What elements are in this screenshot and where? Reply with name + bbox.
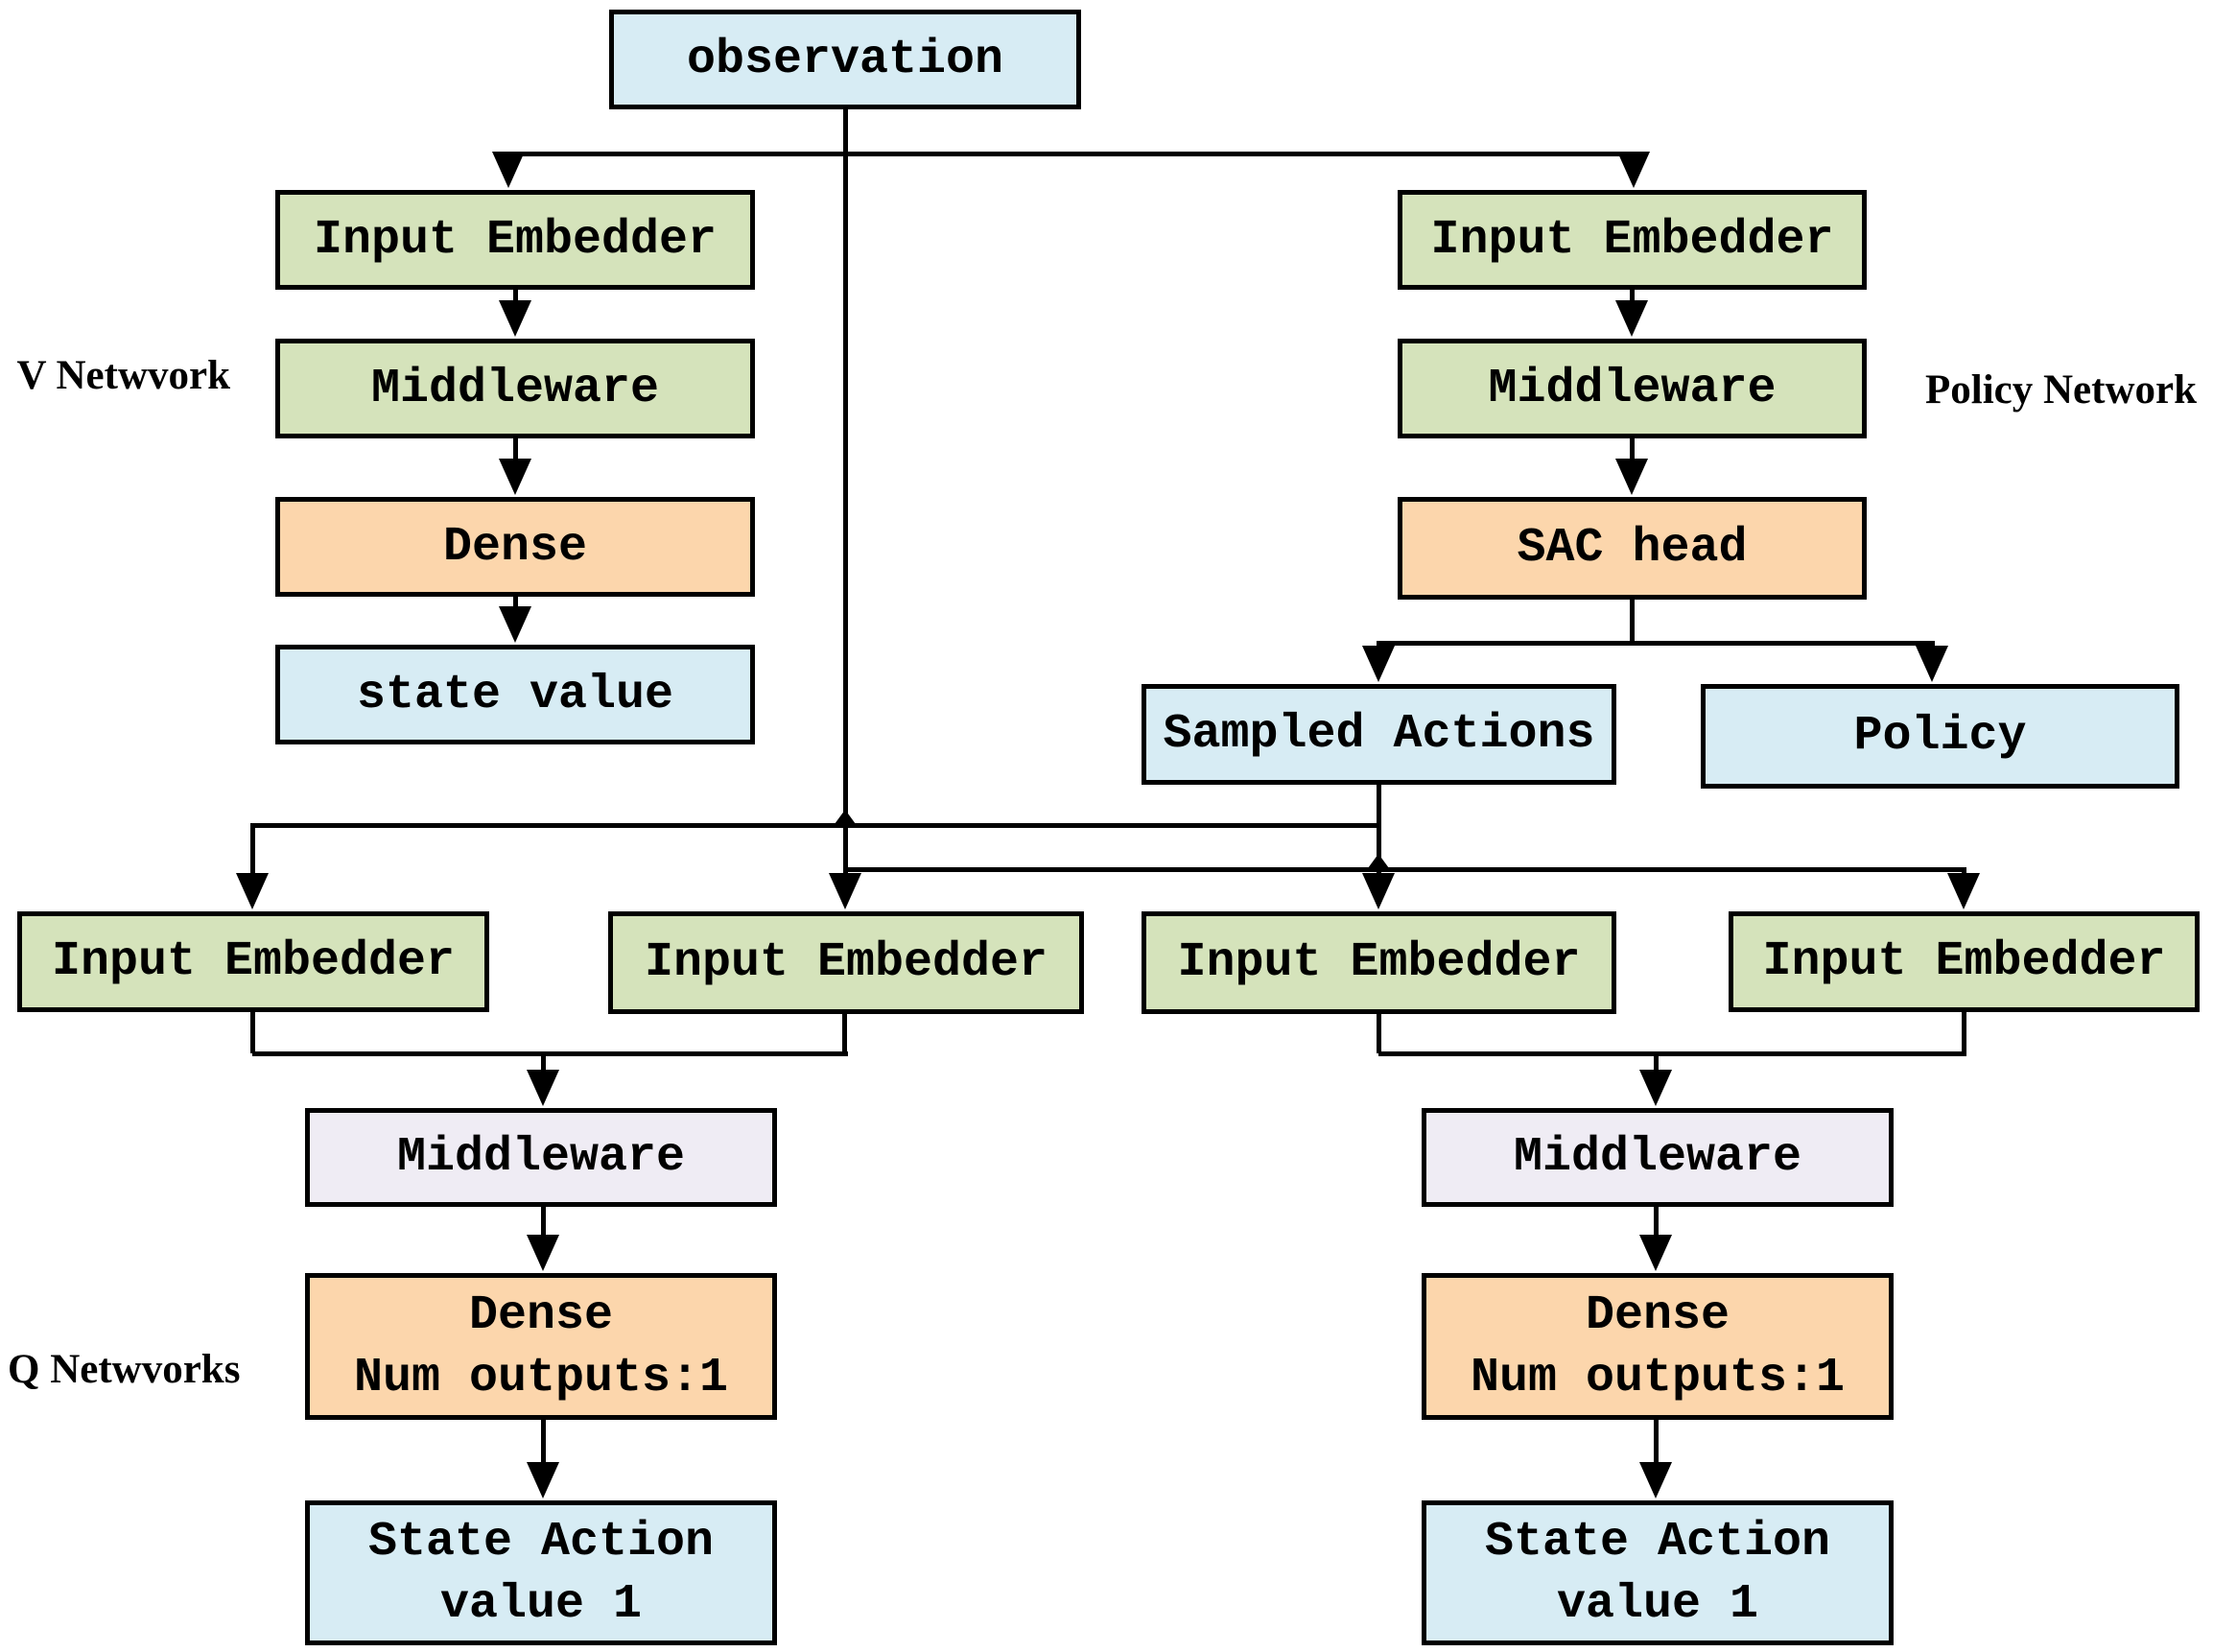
q1-output-label-line1: State Action [367, 1514, 715, 1569]
arrowhead-icon [1639, 1462, 1672, 1499]
q1-dense-label-line1: Dense [468, 1287, 614, 1343]
sac-head-label: SAC head [1517, 521, 1748, 576]
connector-line [508, 152, 1636, 156]
sampled-actions-label: Sampled Actions [1163, 707, 1595, 762]
policy-input-embedder-label: Input Embedder [1430, 212, 1834, 268]
q2-middleware-node: Middleware [1422, 1108, 1894, 1207]
arrowhead-icon [492, 152, 525, 188]
arrowhead-icon [1362, 873, 1395, 909]
connector-line [541, 1051, 546, 1073]
connector-line [513, 438, 518, 463]
state-value-label: state value [356, 667, 674, 722]
q2-output-node: State Action value 1 [1422, 1500, 1894, 1645]
arrowhead-icon [1615, 459, 1648, 495]
v-input-embedder-label: Input Embedder [313, 212, 718, 268]
q1-input-embedder-right-label: Input Embedder [644, 935, 1048, 990]
arrowhead-icon [527, 1235, 559, 1271]
q1-input-embedder-right-node: Input Embedder [608, 911, 1084, 1014]
q2-dense-node: Dense Num outputs:1 [1422, 1273, 1894, 1420]
connector-line [1377, 1012, 1381, 1053]
connector-line [252, 823, 1381, 828]
q2-input-embedder-left-label: Input Embedder [1177, 935, 1581, 990]
junction-arrow-icon [835, 810, 856, 824]
connector-line [1630, 600, 1635, 644]
q2-dense-label-line2: Num outputs:1 [1470, 1350, 1846, 1405]
q2-dense-label-line1: Dense [1585, 1287, 1730, 1343]
q2-output-label-line2: value 1 [1556, 1576, 1759, 1632]
arrowhead-icon [1362, 646, 1395, 682]
arrowhead-icon [1947, 873, 1980, 909]
sampled-actions-node: Sampled Actions [1142, 684, 1616, 785]
state-value-node: state value [275, 645, 755, 744]
policy-middleware-label: Middleware [1488, 361, 1777, 416]
connector-line [1378, 641, 1934, 646]
observation-node: observation [609, 10, 1081, 109]
connector-line [843, 107, 848, 877]
arrowhead-icon [499, 606, 531, 643]
connector-line [1654, 1051, 1659, 1073]
connector-line [1377, 785, 1381, 877]
connector-line [1654, 1207, 1659, 1239]
q2-output-label-line1: State Action [1484, 1514, 1831, 1569]
connector-line [513, 597, 518, 612]
q1-input-embedder-left-node: Input Embedder [17, 911, 489, 1012]
connector-line [842, 1012, 847, 1053]
v-dense-label: Dense [442, 519, 588, 575]
q1-middleware-label: Middleware [396, 1130, 686, 1185]
arrowhead-icon [499, 459, 531, 495]
q1-output-node: State Action value 1 [305, 1500, 777, 1645]
arrowhead-icon [499, 300, 531, 337]
v-dense-node: Dense [275, 497, 755, 597]
arrowhead-icon [1916, 646, 1948, 682]
v-middleware-label: Middleware [370, 361, 660, 416]
connector-line [1630, 290, 1635, 305]
arrowhead-icon [527, 1070, 559, 1106]
policy-input-embedder-node: Input Embedder [1398, 190, 1867, 290]
v-network-label: V Netwvork [16, 353, 230, 398]
arrowhead-icon [829, 873, 861, 909]
connector-line [1962, 1010, 1966, 1053]
policy-output-label: Policy [1853, 709, 2027, 764]
q1-input-embedder-left-label: Input Embedder [51, 934, 456, 989]
observation-label: observation [686, 32, 1004, 87]
connector-line [1654, 1420, 1659, 1466]
q2-input-embedder-right-label: Input Embedder [1762, 934, 2166, 989]
policy-middleware-node: Middleware [1398, 339, 1867, 438]
junction-arrow-icon [1368, 854, 1389, 868]
arrowhead-icon [1617, 152, 1650, 188]
connector-line [252, 1051, 848, 1056]
q2-middleware-label: Middleware [1513, 1130, 1802, 1185]
arrowhead-icon [527, 1462, 559, 1499]
q2-input-embedder-right-node: Input Embedder [1729, 911, 2200, 1012]
connector-line [541, 1420, 546, 1466]
policy-output-node: Policy [1701, 684, 2179, 789]
arrowhead-icon [236, 873, 269, 909]
connector-line [513, 290, 518, 305]
q1-dense-label-line2: Num outputs:1 [353, 1350, 729, 1405]
v-input-embedder-node: Input Embedder [275, 190, 755, 290]
connector-line [250, 1010, 255, 1053]
sac-head-node: SAC head [1398, 497, 1867, 600]
connector-line [1378, 1051, 1966, 1056]
v-middleware-node: Middleware [275, 339, 755, 438]
policy-network-label: Policy Network [1925, 367, 2198, 413]
q-networks-label: Q Netwvorks [8, 1347, 241, 1392]
arrowhead-icon [1639, 1070, 1672, 1106]
connector-line [250, 823, 255, 877]
q1-dense-node: Dense Num outputs:1 [305, 1273, 777, 1420]
connector-line [541, 1207, 546, 1239]
arrowhead-icon [1615, 300, 1648, 337]
connector-line [843, 867, 1966, 872]
connector-line [1630, 438, 1635, 463]
arrowhead-icon [1639, 1235, 1672, 1271]
q2-input-embedder-left-node: Input Embedder [1142, 911, 1616, 1014]
q1-output-label-line2: value 1 [439, 1576, 643, 1632]
q1-middleware-node: Middleware [305, 1108, 777, 1207]
